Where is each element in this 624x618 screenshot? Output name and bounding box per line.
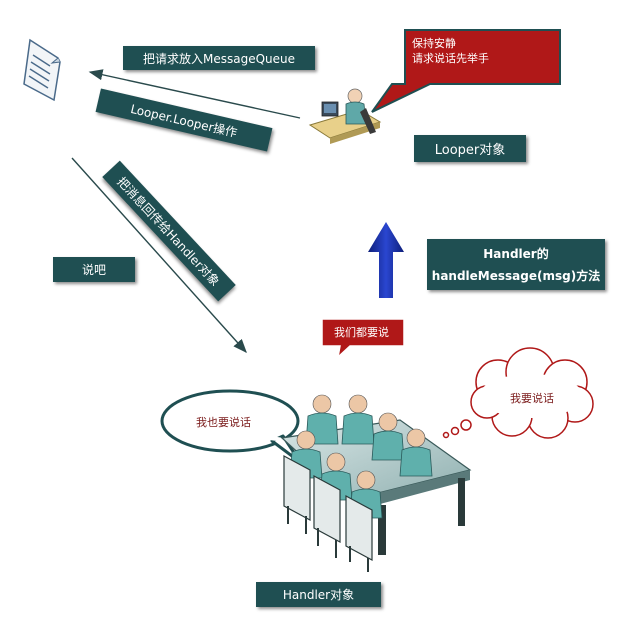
callout-bubble	[371, 29, 561, 113]
arrow-to-handler	[71, 157, 247, 354]
we-all-speak-text: 我们都要说	[334, 326, 389, 339]
person-at-desk-icon	[308, 88, 382, 144]
put-into-queue-label: 把请求放入MessageQueue	[123, 46, 315, 70]
right-thought-cloud	[442, 347, 594, 439]
up-arrow	[368, 222, 404, 298]
say-it-label: 说吧	[53, 257, 135, 282]
handle-message-line2: handleMessage(msg)方法	[431, 268, 601, 283]
arrow-to-queue	[88, 69, 301, 119]
handler-object-label: Handler对象	[256, 582, 381, 607]
speak-callout-bubble	[321, 318, 405, 360]
right-bubble-text: 我要说话	[510, 392, 554, 405]
callout-line2: 请求说话先举手	[412, 52, 489, 65]
looper-object-label: Looper对象	[414, 135, 526, 162]
meeting-group-icon	[280, 394, 472, 572]
handle-message-label: Handler的 handleMessage(msg)方法	[427, 239, 605, 290]
callout-line1: 保持安静	[412, 37, 456, 50]
handle-message-line1: Handler的	[483, 246, 549, 261]
callout-text: 保持安静 请求说话先举手	[412, 36, 489, 66]
document-icon	[23, 38, 61, 102]
left-bubble-text: 我也要说话	[196, 416, 251, 429]
